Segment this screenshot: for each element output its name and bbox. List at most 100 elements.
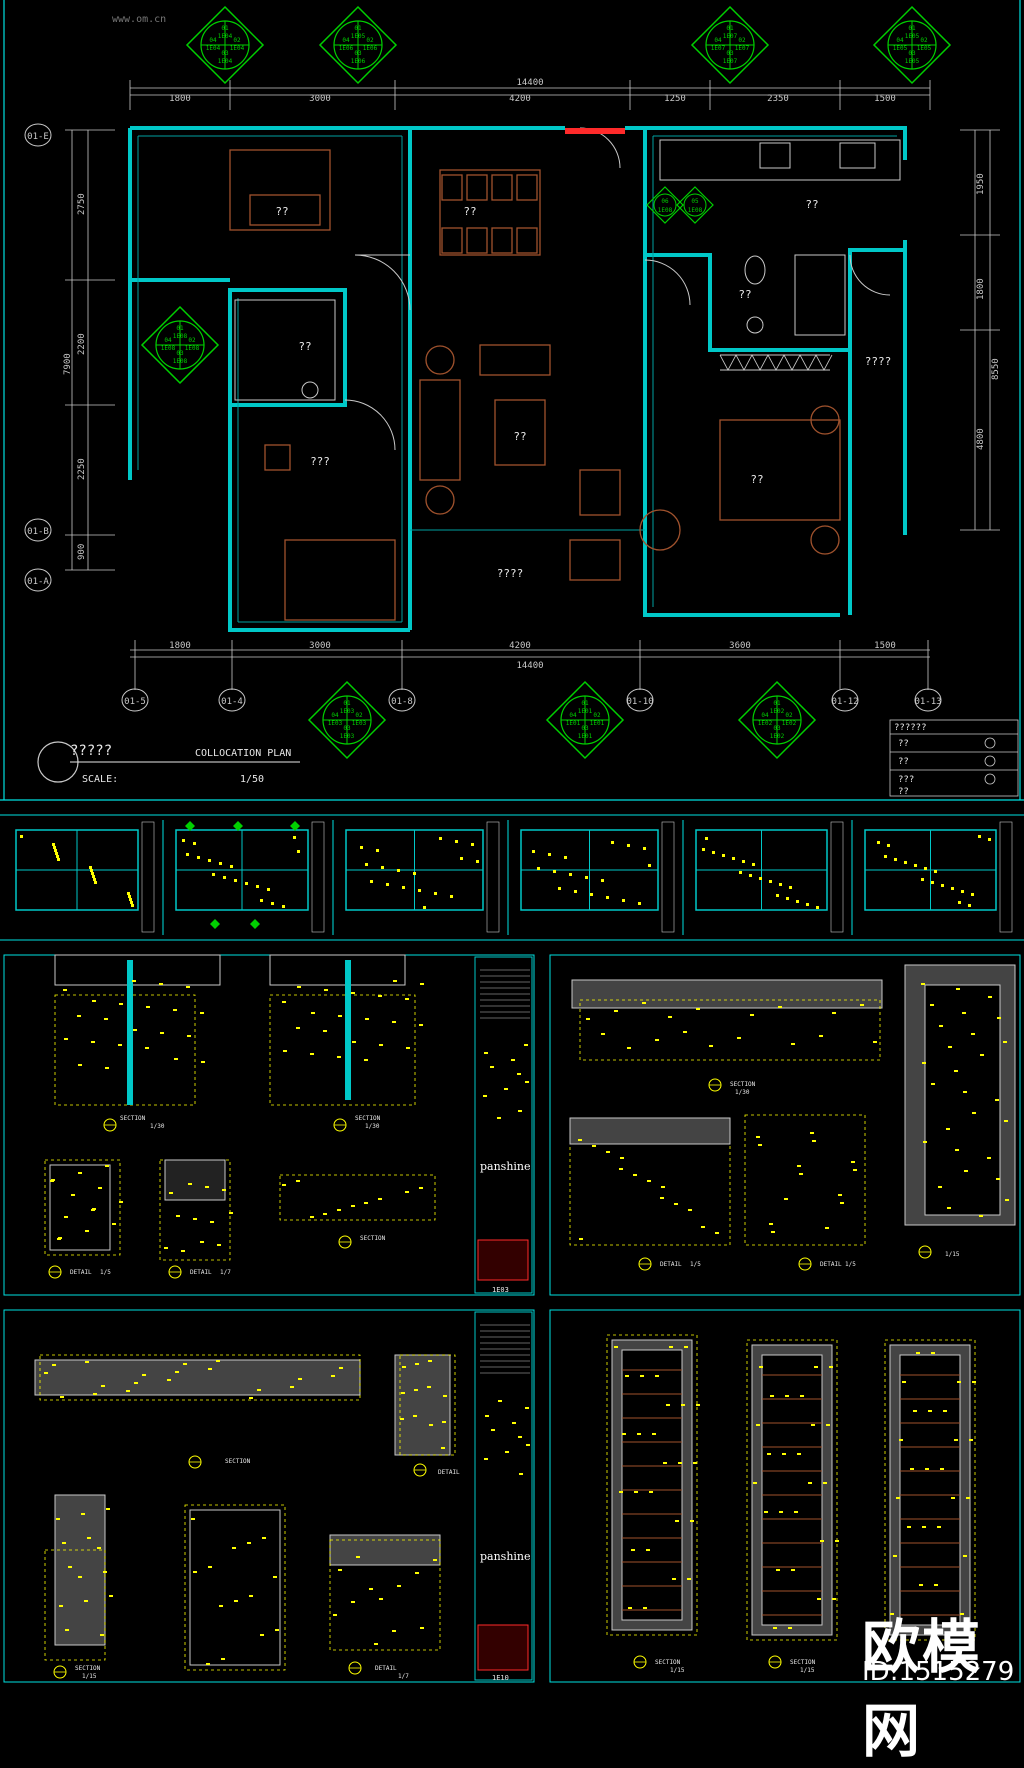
axis-label: 01-4 xyxy=(221,697,243,707)
marker-code: 1E01 xyxy=(578,733,593,740)
marker-code: 1E02 xyxy=(770,708,785,715)
marker-code: 02 xyxy=(785,712,793,719)
marker-code: 1E05 xyxy=(905,58,920,65)
detail-label: DETAIL xyxy=(438,1469,460,1476)
axis-bubbles-left xyxy=(24,123,52,592)
detail-scale: 1/7 xyxy=(220,1269,231,1276)
dim-top-3: 4200 xyxy=(509,94,531,104)
marker-code: 1E08 xyxy=(688,207,703,214)
marker-code: 05 xyxy=(691,198,699,205)
exterior-walls xyxy=(128,126,907,632)
axis-bubbles-bottom xyxy=(121,688,942,712)
marker-code: 1E03 xyxy=(340,733,355,740)
axis-label: 01-10 xyxy=(626,697,653,707)
detail-scale: 1/5 xyxy=(100,1269,111,1276)
marker-code: 04 xyxy=(209,37,217,44)
marker-code: 02 xyxy=(355,712,363,719)
dim-top-6: 1500 xyxy=(874,94,896,104)
room-label: ?? xyxy=(513,430,526,443)
marker-code: 03 xyxy=(176,350,184,357)
room-label: ?? xyxy=(738,288,751,301)
marker-code: 01 xyxy=(773,700,781,707)
room-label: ?? xyxy=(298,340,311,353)
detail-scale: 1/15 xyxy=(800,1667,815,1674)
detail-scale: 1/15 xyxy=(670,1667,685,1674)
marker-code: 01 xyxy=(354,25,362,32)
plan-title: COLLOCATION PLAN xyxy=(195,748,291,759)
dim-bottom-4: 3600 xyxy=(729,641,751,651)
detail-label: SECTION xyxy=(225,1458,251,1465)
marker-code: 1E01 xyxy=(590,720,605,727)
watermark-site: www.om.cn xyxy=(112,14,167,25)
sheet-code: 1E03 xyxy=(492,1286,509,1294)
dims-top: 1800 3000 4200 1250 2350 1500 xyxy=(169,94,896,104)
marker-code: 02 xyxy=(188,337,196,344)
marker-code: 02 xyxy=(233,37,241,44)
marker-code: 02 xyxy=(366,37,374,44)
marker-code: 03 xyxy=(221,50,229,57)
legend-row: ?? xyxy=(898,757,909,767)
dims-left: 2750 2200 2250 900 7900 xyxy=(63,193,87,560)
detail-label: DETAIL xyxy=(820,1261,842,1268)
marker-code: 1E07 xyxy=(723,58,738,65)
marker-code: 04 xyxy=(569,712,577,719)
dim-right-1: 1950 xyxy=(976,173,986,195)
axis-label: 01-B xyxy=(27,527,49,537)
cad-drawing-sheet: 14400 1800 3000 4200 1250 2350 1500 1800… xyxy=(0,0,1024,1683)
dim-left-4: 900 xyxy=(77,544,87,560)
plan-title-cn: ????? xyxy=(70,743,112,759)
dim-bottom-5: 1500 xyxy=(874,641,896,651)
marker-code: 1E06 xyxy=(339,45,354,52)
room-label: ?? xyxy=(750,473,763,486)
marker-code: 04 xyxy=(714,37,722,44)
dims-bottom: 1800 3000 4200 3600 1500 xyxy=(169,641,896,651)
room-label: ?? xyxy=(463,205,476,218)
room-labels: ?? ?? ??? ?? ?? ???? ?? ?? ???? ?? xyxy=(275,198,891,580)
dim-bottom-2: 3000 xyxy=(309,641,331,651)
brand-logo-text: panshine xyxy=(480,1160,531,1173)
marker-code: 1E03 xyxy=(352,720,367,727)
legend-title: ?????? xyxy=(894,723,927,733)
axis-label: 01-12 xyxy=(831,697,858,707)
marker-code: 03 xyxy=(354,50,362,57)
marker-code: 03 xyxy=(726,50,734,57)
legend-row: ?? xyxy=(898,739,909,749)
marker-code: 01 xyxy=(176,325,184,332)
marker-code: 04 xyxy=(331,712,339,719)
marker-code: 1E04 xyxy=(206,45,221,52)
marker-code: 01 xyxy=(221,25,229,32)
marker-code: 1E02 xyxy=(770,733,785,740)
marker-code: 01 xyxy=(908,25,916,32)
dim-right-total: 8550 xyxy=(991,358,1001,380)
overall-dim-top: 14400 xyxy=(516,78,543,88)
brand-logo-text: panshine xyxy=(480,1550,531,1563)
marker-code: 1E05 xyxy=(351,33,366,40)
detail-label: SECTION xyxy=(75,1665,101,1672)
detail-label: SECTION xyxy=(360,1235,386,1242)
axis-label: 01-8 xyxy=(391,697,413,707)
detail-sheets xyxy=(3,954,1021,1683)
room-label: ??? xyxy=(310,455,330,468)
marker-code: 02 xyxy=(738,37,746,44)
dim-top-1: 1800 xyxy=(169,94,191,104)
legend-table xyxy=(889,719,1019,797)
dim-bottom-1: 1800 xyxy=(169,641,191,651)
marker-code: 1E08 xyxy=(185,345,200,352)
overall-dim-bottom: 14400 xyxy=(516,661,543,671)
scale-label: SCALE: xyxy=(82,774,118,785)
dim-left-1: 2750 xyxy=(77,193,87,215)
marker-code: 1E02 xyxy=(758,720,773,727)
doors xyxy=(344,127,891,451)
detail-scale: 1/30 xyxy=(150,1123,165,1130)
marker-code: 1E05 xyxy=(893,45,908,52)
detail-label: DETAIL xyxy=(660,1261,682,1268)
marker-code: 06 xyxy=(661,198,669,205)
sheet-code: 1E10 xyxy=(492,1674,509,1682)
